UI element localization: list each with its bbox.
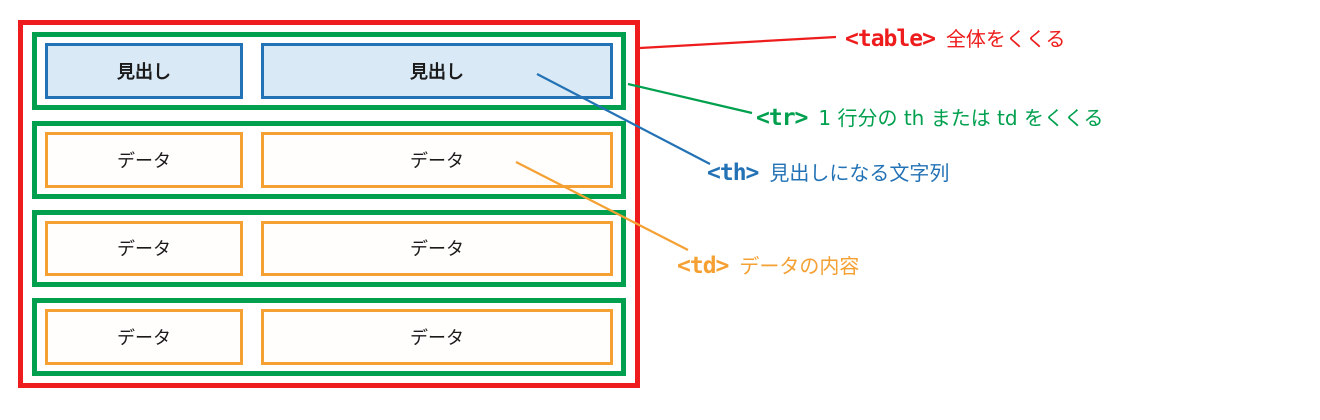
td-cell: データ: [261, 309, 613, 365]
td-tag-description: データの内容: [739, 254, 860, 278]
table-tag-label: <table>: [845, 26, 936, 52]
td-cell: データ: [261, 131, 613, 188]
table-row-header: 見出し 見出し: [32, 32, 626, 110]
td-cell: データ: [261, 220, 613, 277]
th-cell: 見出し: [261, 43, 613, 99]
td-cell: データ: [45, 220, 243, 277]
annotation-tr: <tr> 1 行分の th または td をくくる: [756, 103, 1104, 133]
table-row-data: データ データ: [32, 120, 626, 199]
th-cell: 見出し: [45, 43, 243, 99]
th-tag-label: <th>: [707, 160, 759, 186]
annotation-td: <td> データの内容: [677, 251, 859, 281]
table-connector-line: [639, 35, 837, 50]
annotation-table: <table> 全体をくくる: [845, 24, 1066, 54]
tr-connector-line: [627, 82, 753, 115]
td-tag-label: <td>: [677, 253, 729, 279]
td-cell: データ: [45, 131, 243, 188]
th-tag-description: 見出しになる文字列: [769, 161, 950, 185]
td-cell: データ: [45, 309, 243, 365]
table-row-data: データ データ: [32, 209, 626, 288]
tr-tag-label: <tr>: [756, 105, 808, 131]
annotation-th: <th> 見出しになる文字列: [707, 158, 949, 188]
table-row-data: データ データ: [32, 298, 626, 376]
tr-tag-description: 1 行分の th または td をくくる: [818, 106, 1104, 130]
table-outer-box: 見出し 見出し データ データ データ データ データ データ: [18, 20, 640, 388]
table-tag-description: 全体をくくる: [945, 27, 1066, 51]
